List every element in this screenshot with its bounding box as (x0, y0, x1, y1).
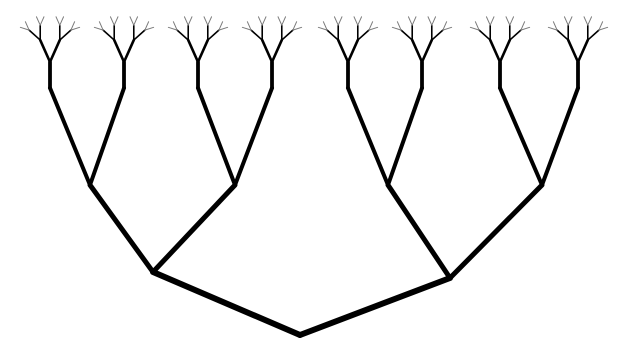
tree-branch-level-7 (510, 17, 514, 25)
tree-branch-level-7 (110, 17, 114, 25)
tree-branch-level-6 (29, 30, 40, 40)
tree-branch-level-3 (388, 88, 422, 185)
tree-branch-level-5 (188, 40, 198, 62)
tree-branch-level-6 (358, 30, 369, 40)
tree-branch-level-7 (208, 17, 212, 25)
tree-branch-level-6 (327, 30, 338, 40)
tree-branch-level-3 (198, 88, 235, 185)
tree-branch-level-7 (114, 17, 118, 25)
tree-branch-level-5 (338, 40, 348, 62)
tree-branch-level-6 (251, 30, 262, 40)
tree-branch-level-7 (184, 17, 188, 25)
tree-branch-level-5 (124, 40, 134, 62)
tree-branch-level-3 (235, 88, 272, 185)
tree-branch-level-5 (422, 40, 432, 62)
tree-branch-level-6 (177, 30, 188, 40)
tree-branch-level-7 (354, 17, 358, 25)
tree-branch-level-5 (40, 40, 50, 62)
tree-branch-level-3 (50, 88, 90, 185)
tree-branch-level-7 (278, 17, 282, 25)
tree-branch-level-7 (412, 17, 416, 25)
tree-branch-level-7 (262, 17, 266, 25)
tree-branch-level-6 (103, 30, 114, 40)
tree-branch-level-1 (300, 278, 450, 335)
tree-branch-level-6 (134, 30, 145, 40)
tree-branch-level-7 (56, 17, 60, 25)
tree-branch-level-6 (479, 30, 490, 40)
tree-branch-level-7 (588, 17, 592, 25)
tree-branch-level-6 (432, 30, 443, 40)
tree-branch-level-5 (578, 40, 588, 62)
tree-branch-level-7 (204, 17, 208, 25)
tree-branch-level-7 (506, 17, 510, 25)
tree-branch-level-7 (40, 17, 44, 25)
tree-branch-level-6 (208, 30, 219, 40)
tree-branch-level-2 (388, 185, 450, 278)
tree-branch-level-7 (358, 17, 362, 25)
tree-branch-level-5 (50, 40, 60, 62)
tree-branch-level-5 (348, 40, 358, 62)
tree-branch-level-7 (258, 17, 262, 25)
tree-branch-level-5 (500, 40, 510, 62)
tree-branch-level-6 (401, 30, 412, 40)
tree-branch-level-7 (188, 17, 192, 25)
tree-branch-level-7 (36, 17, 40, 25)
tree-branch-level-7 (334, 17, 338, 25)
tree-branch-level-7 (130, 17, 134, 25)
tree-branch-level-5 (114, 40, 124, 62)
tree-branch-level-7 (338, 17, 342, 25)
tree-branch-level-5 (412, 40, 422, 62)
tree-branch-level-7 (60, 17, 64, 25)
tree-branch-level-6 (282, 30, 293, 40)
tree-branch-level-6 (60, 30, 71, 40)
tree-branch-level-7 (564, 17, 568, 25)
tree-branch-level-3 (542, 88, 578, 185)
tree-branch-level-7 (568, 17, 572, 25)
tree-branch-level-7 (282, 17, 286, 25)
tree-branch-level-2 (153, 185, 235, 272)
tree-branch-level-5 (272, 40, 282, 62)
tree-branch-level-5 (568, 40, 578, 62)
tree-branch-level-7 (584, 17, 588, 25)
tree-branch-level-7 (134, 17, 138, 25)
tree-branch-level-3 (348, 88, 388, 185)
tree-branch-level-2 (90, 185, 153, 272)
tree-branch-level-7 (490, 17, 494, 25)
tree-branch-level-7 (432, 17, 436, 25)
tree-branch-level-6 (510, 30, 521, 40)
tree-branch-level-2 (450, 185, 542, 278)
tree-branch-level-5 (490, 40, 500, 62)
tree-branch-level-5 (262, 40, 272, 62)
tree-branch-level-6 (588, 30, 599, 40)
tree-branch-level-3 (500, 88, 542, 185)
tree-branches (20, 17, 607, 335)
tree-branch-level-3 (90, 88, 124, 185)
tree-branch-level-7 (408, 17, 412, 25)
tree-branch-level-6 (557, 30, 568, 40)
tree-branch-level-5 (198, 40, 208, 62)
tree-branch-level-7 (486, 17, 490, 25)
tree-branch-level-1 (153, 272, 300, 335)
tree-branch-level-7 (428, 17, 432, 25)
